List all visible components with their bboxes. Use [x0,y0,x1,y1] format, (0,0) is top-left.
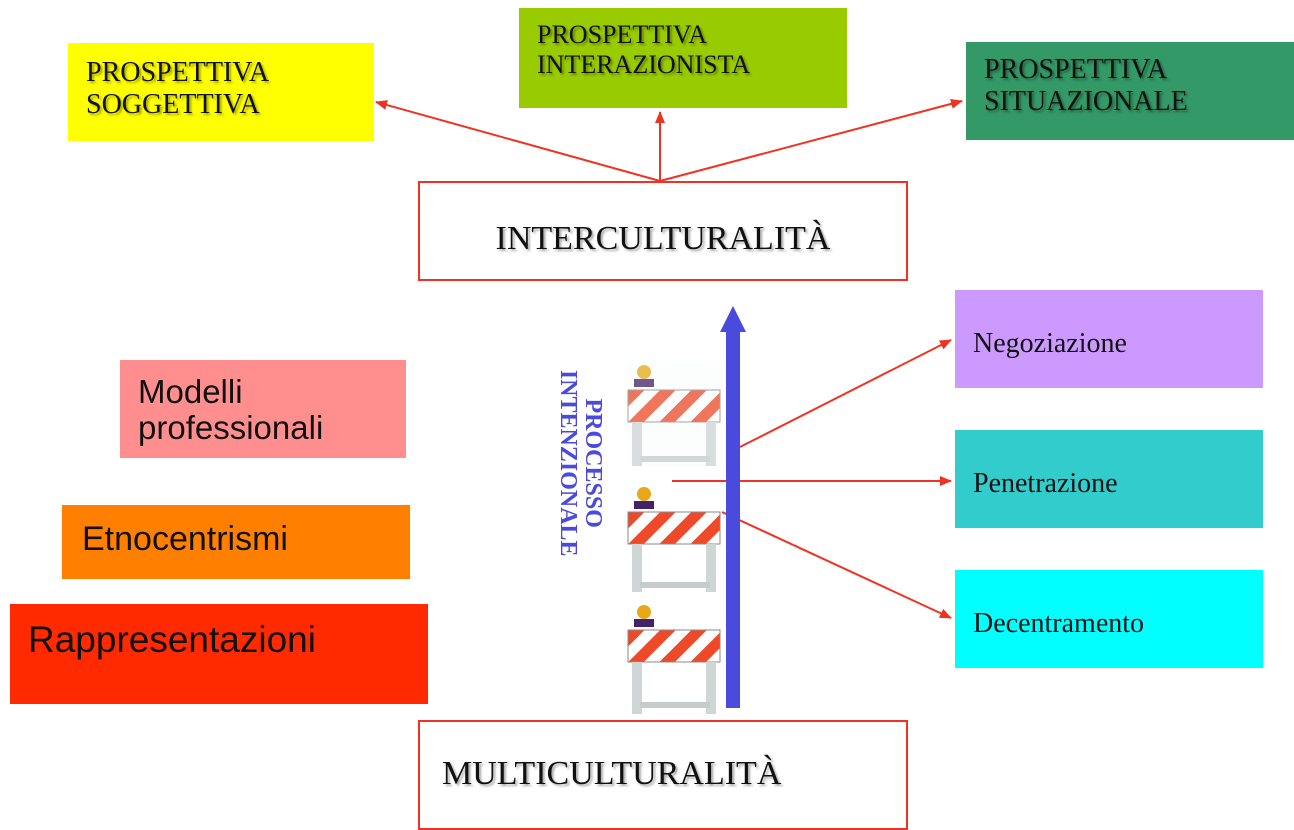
perspective-situazionale-line1: PROSPETTIVA [984,54,1168,85]
penetrazione-label: Penetrazione [973,468,1118,499]
rappresentazioni-label: Rappresentazioni [28,619,316,660]
decentramento-label: Decentramento [973,608,1145,639]
decentramento-box: Decentramento [955,570,1263,668]
perspective-interazionista-line2: INTERAZIONISTA [537,49,751,79]
perspective-soggettiva-line1: PROSPETTIVA [86,57,270,88]
arrow-to-decentramento [721,511,952,619]
road-barrier-icon [627,605,721,714]
multiculturalita-box: MULTICULTURALITÀ [418,720,908,830]
arrow-to-negoziazione [739,339,952,448]
road-barrier-icon [627,487,721,592]
penetrazione-box: Penetrazione [955,430,1263,528]
arrow-to-soggettiva [375,100,661,182]
perspective-soggettiva-line2: SOGGETTIVA [86,89,260,121]
interculturalita-label: INTERCULTURALITÀ [495,220,831,257]
multiculturalita-label: MULTICULTURALITÀ [442,755,782,792]
negoziazione-box: Negoziazione [955,290,1263,388]
processo-line1: PROCESSO [580,398,607,528]
perspective-situazionale-line2: SITUAZIONALE [984,86,1188,118]
perspective-soggettiva-box: PROSPETTIVA SOGGETTIVA [68,43,374,141]
negoziazione-label: Negoziazione [973,328,1127,359]
perspective-interazionista-line1: PROSPETTIVA [537,20,708,49]
perspective-situazionale-box: PROSPETTIVA SITUAZIONALE [966,42,1294,140]
perspective-interazionista-box: PROSPETTIVA INTERAZIONISTA [519,8,847,108]
etnocentrismi-label: Etnocentrismi [82,520,288,558]
modelli-line1: Modelli [138,373,243,410]
road-barrier-icon [626,362,722,466]
modelli-line2: professionali [138,409,324,447]
rappresentazioni-box: Rappresentazioni [10,604,428,704]
up-arrow-icon [720,306,746,708]
modelli-professionali-box: Modelli professionali [120,360,406,458]
etnocentrismi-box: Etnocentrismi [62,505,410,579]
arrow-to-situazionale [659,98,963,182]
interculturalita-box: INTERCULTURALITÀ [418,181,908,281]
processo-line2: INTENZIONALE [555,369,581,557]
